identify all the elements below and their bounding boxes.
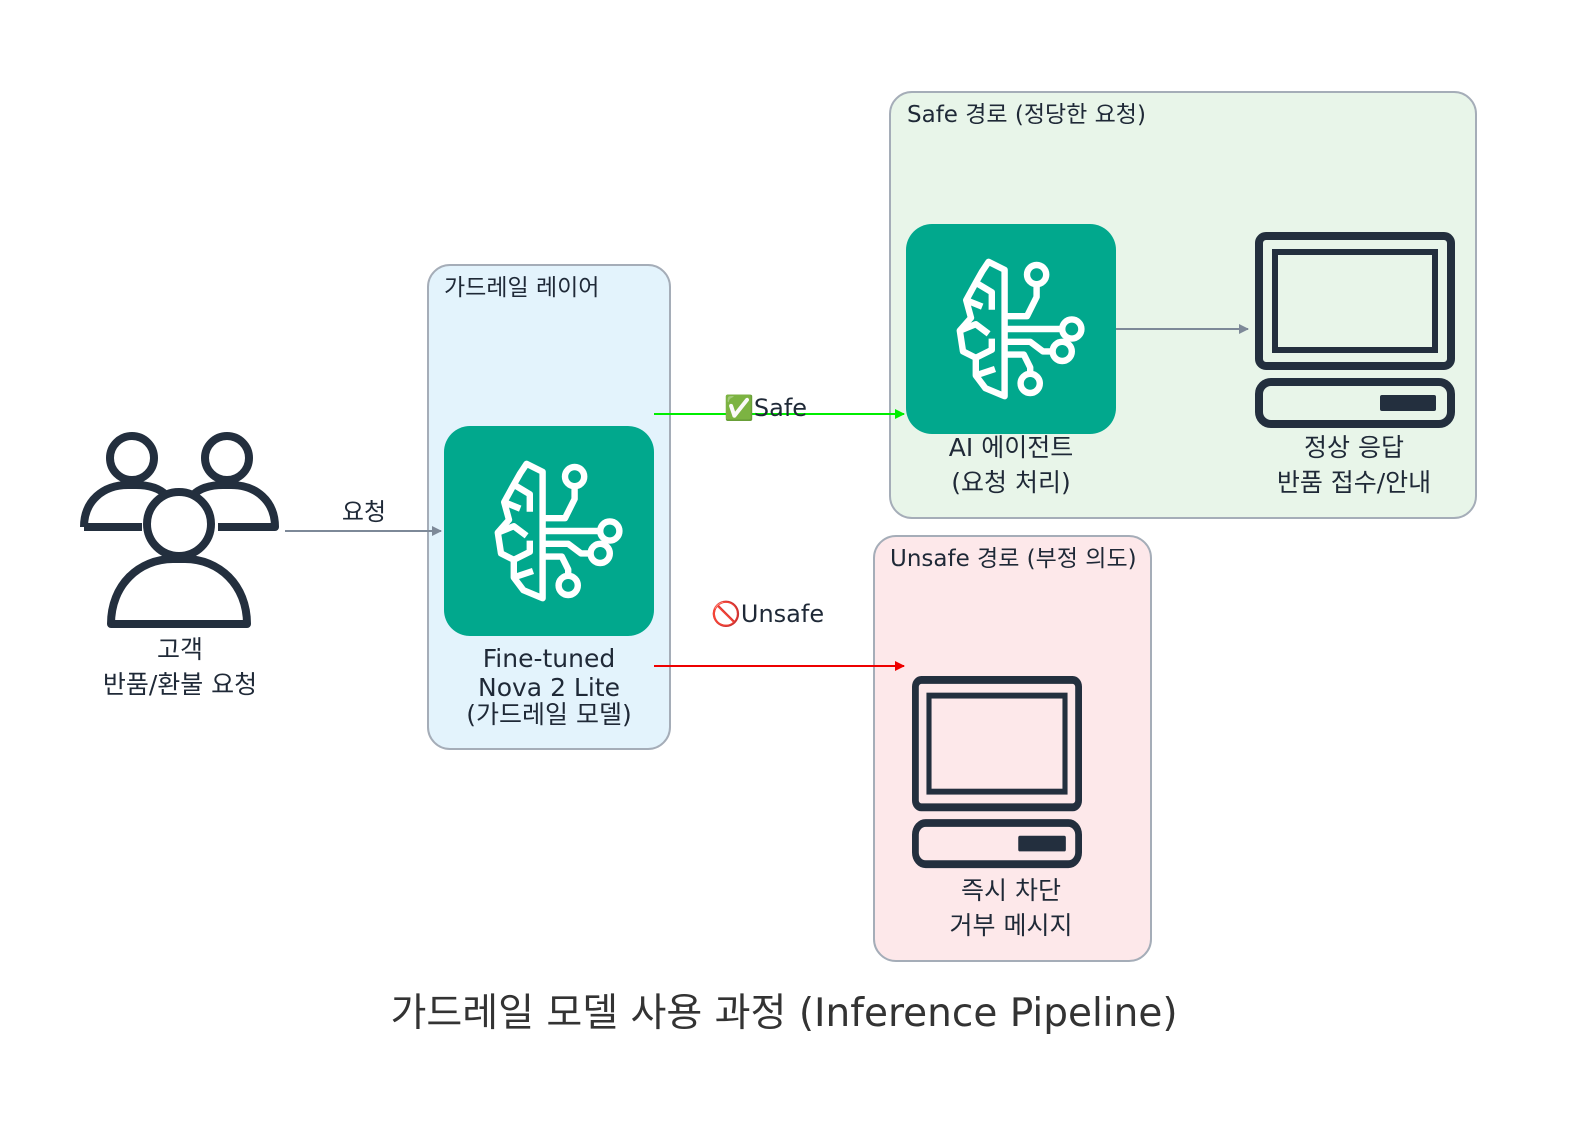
edge-request-label: 요청: [342, 498, 386, 526]
guardrail-model-label-line1: Fine-tuned: [483, 644, 616, 673]
edge-unsafe-label: 🚫Unsafe: [711, 600, 824, 628]
customer-label-line2: 반품/환불 요청: [103, 670, 257, 699]
block-node: 즉시 차단 거부 메시지: [915, 680, 1078, 940]
normal-response-label-line2: 반품 접수/안내: [1277, 468, 1431, 497]
edge-safe: ✅Safe: [654, 394, 905, 422]
guardrail-model-label-line3: (가드레일 모델): [466, 700, 631, 729]
customer-node: 고객 반품/환불 요청: [80, 432, 279, 699]
edge-request: 요청: [285, 498, 442, 536]
ai-agent-label-line1: AI 에이전트: [949, 433, 1073, 462]
ai-agent-node: AI 에이전트 (요청 처리): [906, 224, 1116, 497]
safe-cluster-label: Safe 경로 (정당한 요청): [907, 102, 1146, 128]
normal-response-label-line1: 정상 응답: [1304, 433, 1404, 462]
block-label-line1: 즉시 차단: [961, 876, 1061, 905]
guardrail-cluster-label: 가드레일 레이어: [444, 275, 599, 301]
prohibited-emoji-icon: 🚫: [711, 600, 741, 628]
edge-unsafe: 🚫Unsafe: [654, 600, 905, 671]
diagram-title: 가드레일 모델 사용 과정 (Inference Pipeline): [390, 991, 1177, 1036]
guardrail-model-node: Fine-tuned Nova 2 Lite (가드레일 모델): [444, 426, 654, 729]
edge-safe-label: ✅Safe: [724, 394, 807, 422]
guardrail-model-label-line2: Nova 2 Lite: [478, 673, 620, 702]
customer-label-line1: 고객: [157, 635, 203, 664]
users-icon: [80, 432, 279, 628]
normal-response-node: 정상 응답 반품 접수/안내: [1259, 236, 1451, 497]
block-label-line2: 거부 메시지: [950, 911, 1073, 940]
unsafe-cluster-label: Unsafe 경로 (부정 의도): [890, 546, 1137, 572]
check-emoji-icon: ✅: [724, 394, 754, 422]
ai-agent-label-line2: (요청 처리): [951, 468, 1070, 497]
